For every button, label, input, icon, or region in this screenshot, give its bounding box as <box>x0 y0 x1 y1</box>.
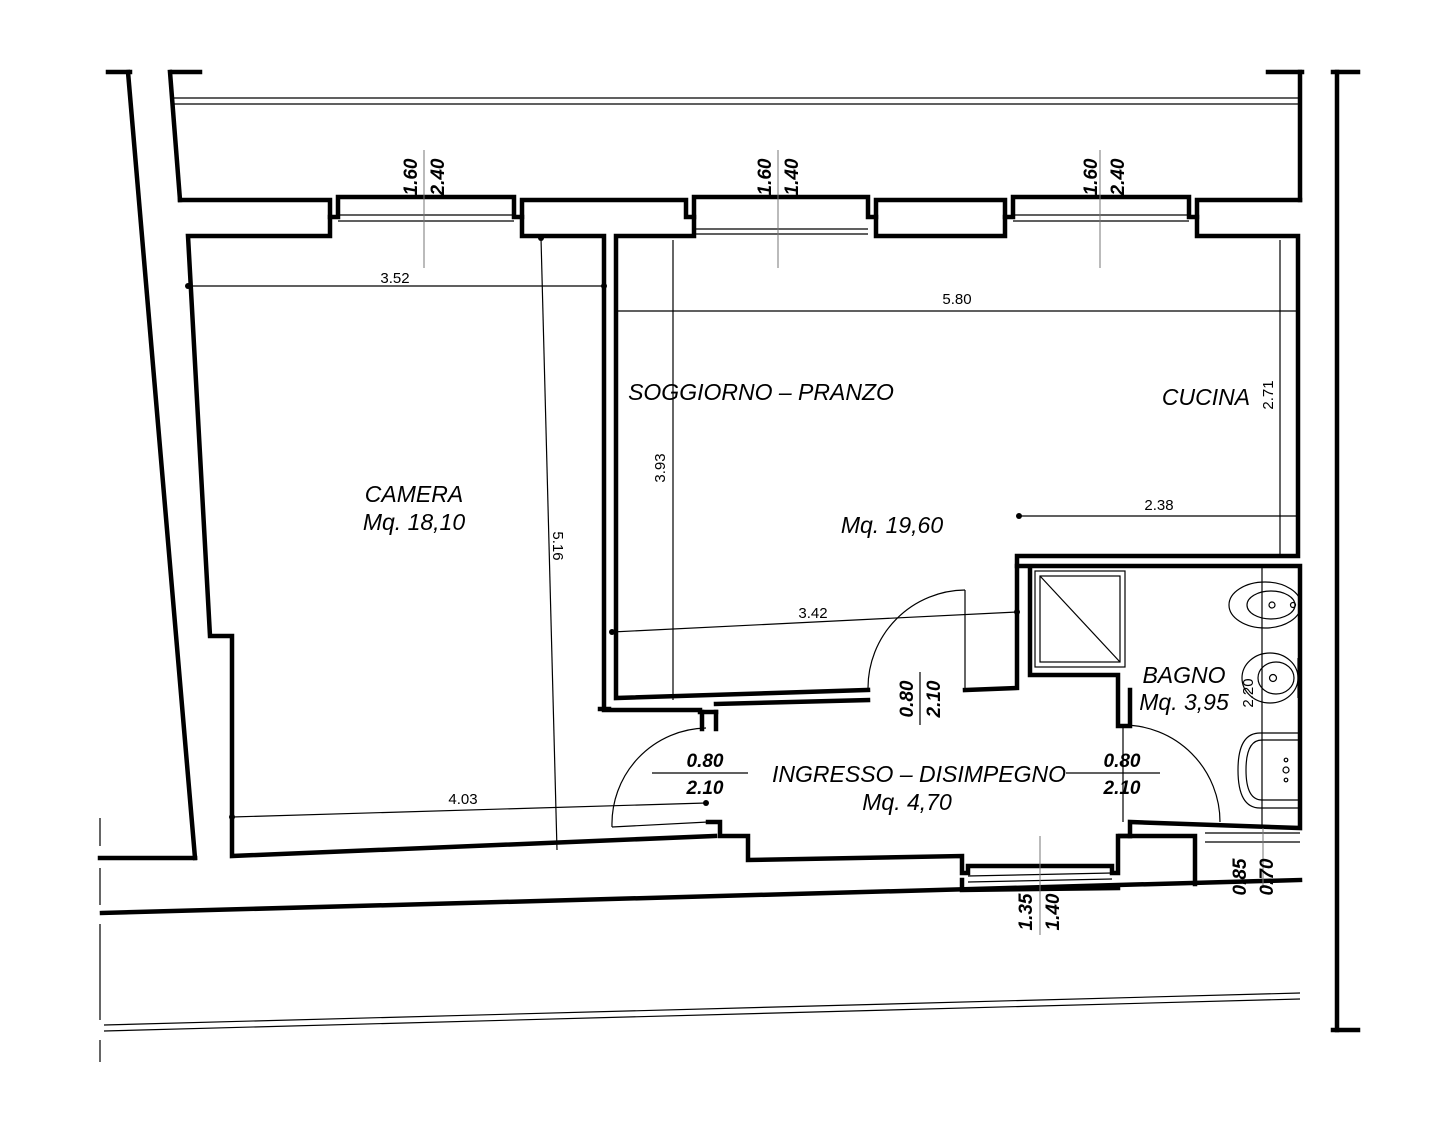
bagno-window-height: 0.70 <box>1257 858 1278 895</box>
window-3-width: 1.60 <box>1081 158 1102 195</box>
door-camera-height: 2.10 <box>686 778 724 799</box>
dim-camera-bottom: 4.03 <box>448 791 477 808</box>
dim-cucina-depth: 2.71 <box>1260 380 1277 409</box>
dimension-lines <box>185 235 1298 851</box>
bidet-fixture <box>1228 581 1302 629</box>
dim-soggiorno-width: 5.80 <box>942 291 971 308</box>
door-soggiorno-height: 2.10 <box>924 680 945 718</box>
room-area-bagno: Mq. 3,95 <box>1139 689 1229 715</box>
top-exterior-wall <box>177 194 1303 220</box>
washbasin-fixture <box>1237 732 1298 809</box>
window-1-width: 1.60 <box>401 158 422 195</box>
window-2-width: 1.60 <box>755 158 776 195</box>
window-3-height: 2.40 <box>1108 158 1129 196</box>
shower-tray <box>1034 570 1126 668</box>
room-name-soggiorno: SOGGIORNO – PRANZO <box>628 379 894 405</box>
door-bagno-height: 2.10 <box>1103 778 1141 799</box>
window-1-height: 2.40 <box>428 158 449 196</box>
room-name-ingresso: INGRESSO – DISIMPEGNO <box>772 761 1066 787</box>
soggiorno-walls <box>613 214 871 701</box>
dim-soggiorno-lower: 3.42 <box>798 605 827 622</box>
entrance-window-height: 1.40 <box>1043 893 1064 930</box>
room-area-ingresso: Mq. 4,70 <box>862 789 952 815</box>
room-name-bagno: BAGNO <box>1142 662 1225 688</box>
building-frame <box>97 69 1361 1062</box>
dim-bagno-depth: 2.20 <box>1240 678 1257 707</box>
door-camera-width: 0.80 <box>687 751 724 772</box>
dim-cucina-width: 2.38 <box>1144 497 1173 514</box>
door-swings <box>611 589 1221 828</box>
ingresso-walls <box>705 819 1133 876</box>
room-area-camera: Mq. 18,10 <box>363 509 465 535</box>
dim-soggiorno-depth: 3.93 <box>652 453 669 482</box>
window-2-height: 1.40 <box>782 158 803 195</box>
door-bagno-width: 0.80 <box>1104 751 1141 772</box>
door-soggiorno-width: 0.80 <box>897 680 918 717</box>
dim-camera-depth: 5.16 <box>549 531 566 560</box>
entrance-window-width: 1.35 <box>1016 893 1037 930</box>
room-area-soggiorno: Mq. 19,60 <box>841 512 943 538</box>
room-name-cucina: CUCINA <box>1162 384 1250 410</box>
camera-walls <box>185 214 718 859</box>
room-name-camera: CAMERA <box>365 481 463 507</box>
toilet-fixture <box>1241 652 1299 704</box>
dim-camera-width-top: 3.52 <box>380 270 409 287</box>
bagno-window-width: 0.85 <box>1230 858 1251 895</box>
